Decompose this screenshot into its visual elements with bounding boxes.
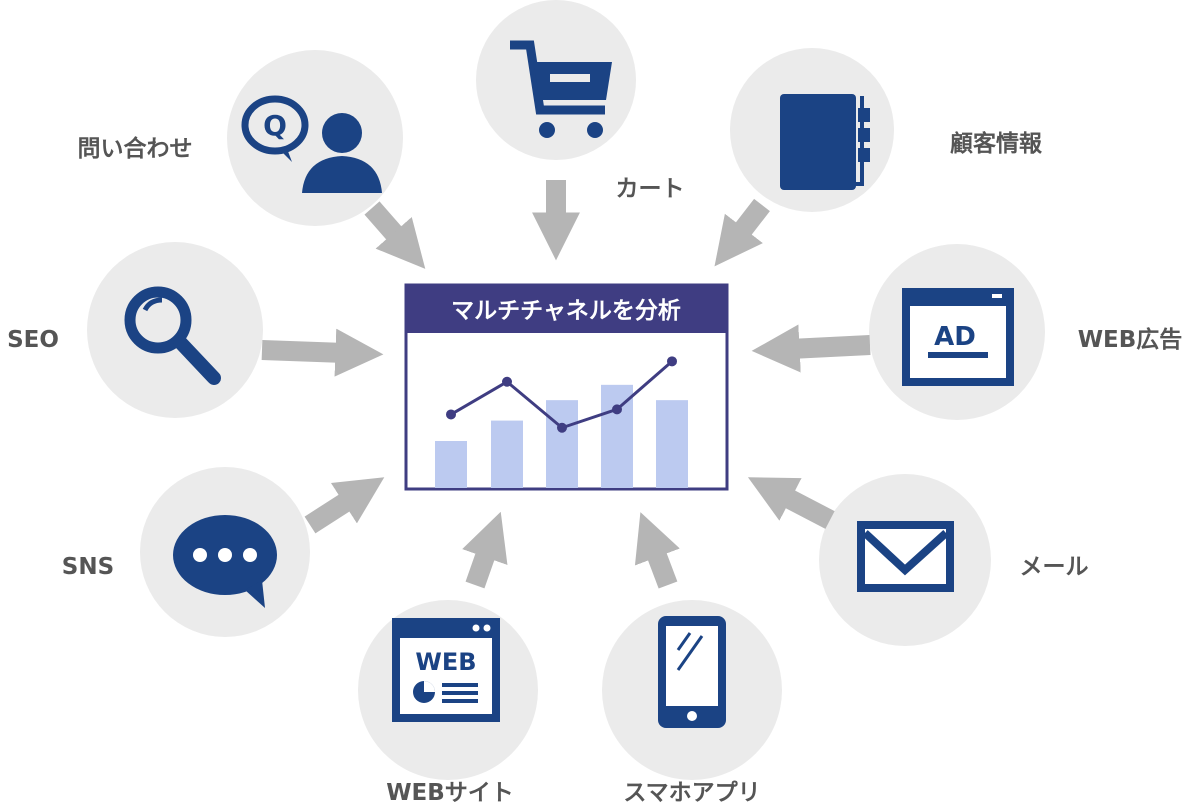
arrow-inquiry xyxy=(364,201,426,269)
label-sns: SNS xyxy=(62,554,114,580)
circle-inquiry xyxy=(227,50,403,226)
svg-text:WEB: WEB xyxy=(415,648,476,676)
chart-point xyxy=(446,409,456,420)
arrow-ad xyxy=(751,324,871,373)
chart-point xyxy=(502,376,512,387)
ad-window-icon: AD xyxy=(902,288,1014,386)
chart-title: マルチチャネルを分析 xyxy=(451,298,681,324)
circle-seo xyxy=(87,242,263,418)
arrow-web xyxy=(462,511,508,589)
label-web: WEBサイト xyxy=(386,780,514,806)
chart-bar xyxy=(491,420,523,488)
chart-point xyxy=(612,404,622,415)
label-ad: WEB広告 xyxy=(1078,326,1183,353)
cart-icon xyxy=(510,40,612,138)
chart-header xyxy=(406,285,727,333)
magnifier-icon xyxy=(124,286,221,385)
label-app: スマホアプリ xyxy=(623,780,760,806)
svg-text:AD: AD xyxy=(934,322,976,352)
svg-text:Q: Q xyxy=(263,109,287,142)
chat-bubble-icon xyxy=(173,515,277,608)
label-customer: 顧客情報 xyxy=(950,130,1043,157)
chart-point xyxy=(557,422,567,433)
envelope-icon xyxy=(857,521,954,592)
chart-bar xyxy=(435,441,467,488)
chart-bar xyxy=(656,400,688,488)
inquiry-person-icon: Q xyxy=(241,95,382,193)
label-mail: メール xyxy=(1020,554,1089,580)
smartphone-icon xyxy=(658,616,726,728)
center-chart: マルチチャネルを分析 xyxy=(404,283,729,491)
chart-bar xyxy=(546,400,578,488)
label-cart: カート xyxy=(616,176,685,202)
chart-point xyxy=(667,356,677,367)
arrow-customer xyxy=(714,198,770,267)
label-inquiry: 問い合わせ xyxy=(78,135,193,162)
arrow-app xyxy=(634,512,680,589)
arrow-sns xyxy=(304,477,385,534)
notebook-icon xyxy=(780,94,870,190)
web-window-icon: WEB xyxy=(392,618,500,722)
label-seo: SEO xyxy=(7,327,59,353)
arrow-mail xyxy=(747,477,835,529)
arrow-seo xyxy=(261,328,384,377)
arrows xyxy=(261,180,871,589)
